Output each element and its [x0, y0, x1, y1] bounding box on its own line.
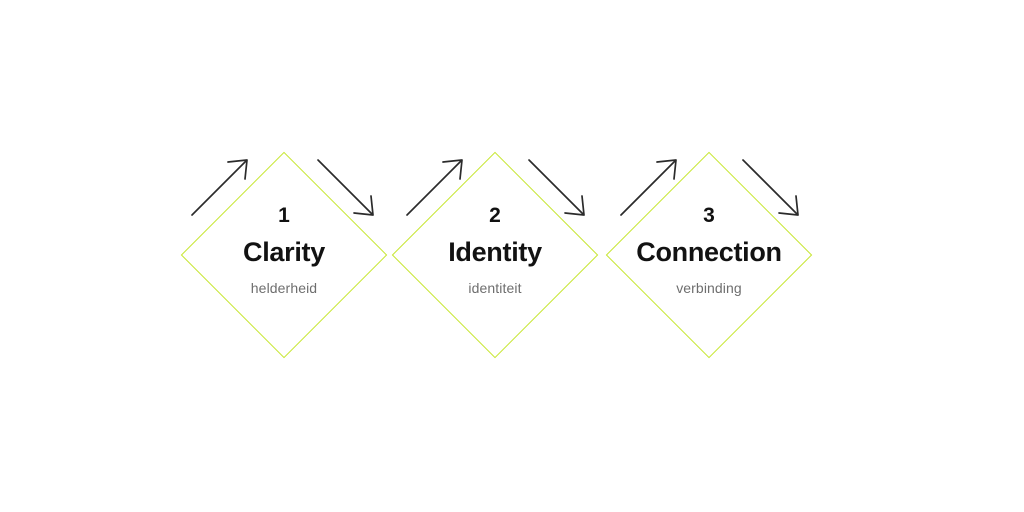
arrow-down-right-stage-1: [317, 159, 374, 216]
arrow-up-right-stage-1: [191, 159, 248, 216]
arrow-up-right-stage-2: [406, 159, 463, 216]
arrow-down-right-stage-3: [742, 159, 799, 216]
arrow-up-right-stage-3: [620, 159, 677, 216]
arrow-down-right-stage-2: [528, 159, 585, 216]
